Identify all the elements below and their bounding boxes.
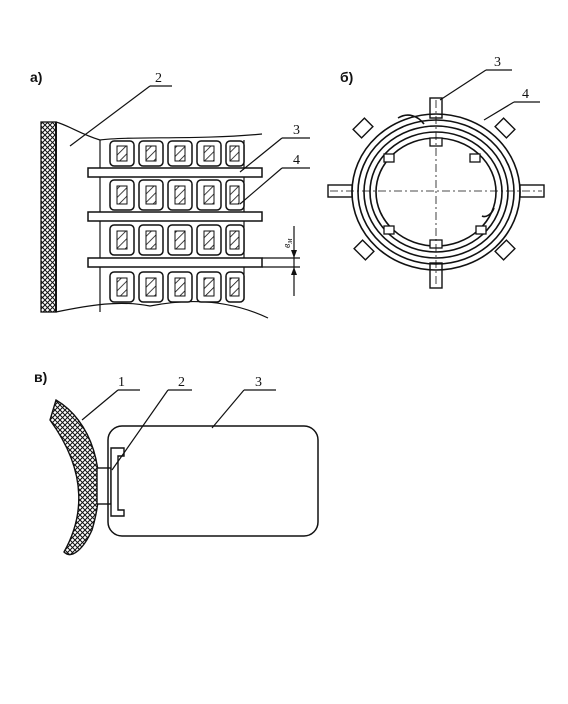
dimension-subscript: м	[285, 239, 294, 245]
curved-wall	[49, 398, 100, 556]
panel-c-letter: в)	[34, 369, 47, 385]
wall-hatched	[40, 121, 57, 313]
panel-c-callouts: 1 2 3	[81, 375, 276, 471]
panel-c: в) 1 2 3	[34, 369, 319, 556]
panel-b: б)	[327, 55, 545, 289]
inner-tabs	[383, 137, 487, 249]
spacer-strips	[87, 167, 263, 268]
dimension-bm: вм	[262, 226, 300, 296]
svg-text:вм: вм	[282, 239, 294, 248]
block-3	[107, 425, 319, 537]
callout-b-4: 4	[522, 87, 529, 102]
center-axes	[330, 100, 542, 285]
callout-c-1: 1	[118, 375, 125, 390]
callout-b-3: 3	[494, 55, 501, 70]
callout-c-2: 2	[178, 375, 185, 390]
callout-a-3: 3	[293, 123, 300, 138]
panel-a-letter: а)	[30, 69, 42, 85]
callout-c-3: 3	[255, 375, 262, 390]
conductor-grid	[109, 140, 245, 303]
panel-a-callouts: 2 3 4	[69, 71, 310, 205]
panel-b-callouts: 3 4	[439, 55, 540, 121]
panel-b-letter: б)	[340, 69, 353, 85]
dimension-label: в	[282, 243, 293, 248]
panel-a: а)	[30, 69, 310, 319]
callout-a-2: 2	[155, 71, 162, 86]
callout-a-4: 4	[293, 153, 300, 168]
